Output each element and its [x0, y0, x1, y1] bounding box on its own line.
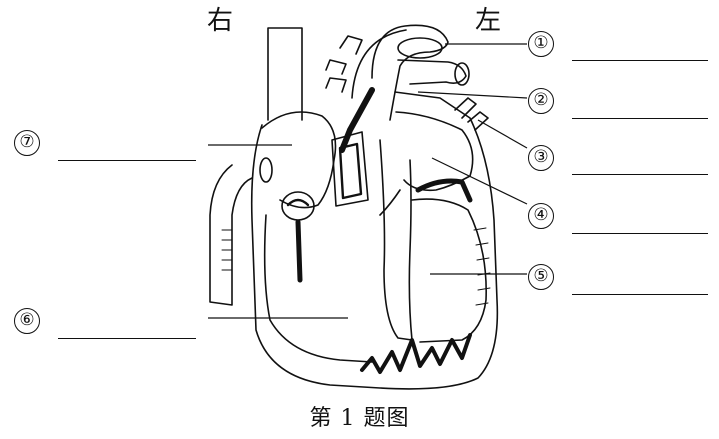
tricuspid-chord [295, 219, 303, 283]
right-ventricle [263, 214, 373, 363]
marker-5: ⑤ [528, 264, 554, 290]
marker-6: ⑥ [14, 308, 40, 334]
superior-vena-cava [267, 27, 303, 121]
left-side-label: 左 [475, 6, 502, 36]
answer-blank-4[interactable] [572, 233, 708, 234]
answer-blank-1[interactable] [572, 60, 708, 61]
right-side-label: 右 [207, 6, 234, 36]
leader-line-2 [417, 91, 528, 99]
marker-7: ⑦ [14, 130, 40, 156]
interventricular-septum [379, 139, 413, 341]
marker-3: ③ [528, 145, 554, 171]
marker-2: ② [528, 88, 554, 114]
marker-1: ① [528, 31, 554, 57]
aorta-left-branch [397, 59, 467, 85]
inferior-vena-cava [209, 164, 253, 306]
vena-cava-hatching [221, 229, 233, 271]
answer-blank-2[interactable] [572, 118, 708, 119]
marker-4: ④ [528, 203, 554, 229]
sinoatrial-node [259, 157, 273, 183]
figure-caption: 第 1 题图 [309, 406, 410, 431]
aortic-arch [371, 24, 449, 121]
right-atrium [261, 111, 337, 209]
leader-line-4 [431, 157, 528, 205]
ascending-trunk [331, 131, 369, 207]
left-ventricle [411, 198, 487, 343]
pulmonary-veins-left [454, 97, 489, 131]
answer-blank-3[interactable] [572, 174, 708, 175]
apex-muscle [360, 333, 472, 374]
pulmonary-artery-branches [325, 35, 363, 93]
heart-outline [250, 91, 499, 390]
aorta-dark-band [339, 87, 375, 153]
answer-blank-7[interactable] [58, 160, 196, 161]
answer-blank-6[interactable] [58, 338, 196, 339]
answer-blank-5[interactable] [572, 294, 708, 295]
leader-line-3 [477, 119, 528, 149]
mitral-valve [415, 178, 473, 203]
